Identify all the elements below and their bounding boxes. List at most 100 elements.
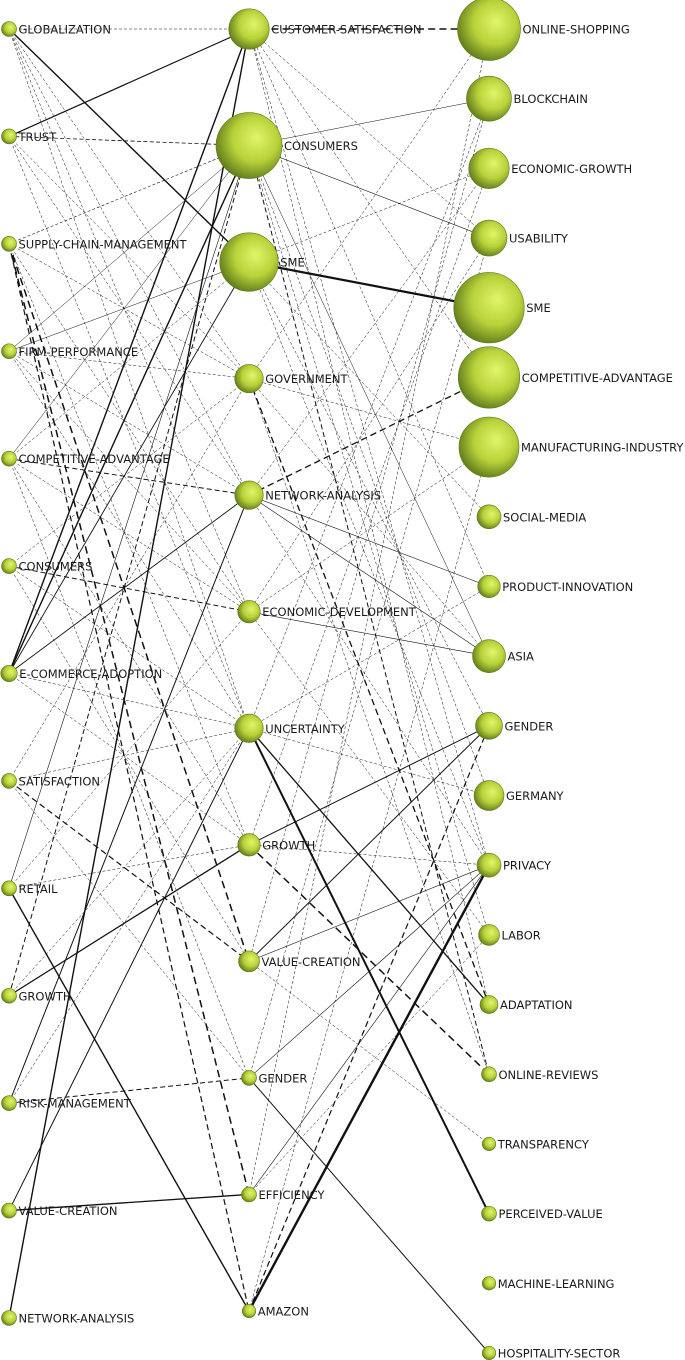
node-left-satisfaction[interactable] (1, 773, 17, 789)
label-right-gender: GENDER (505, 719, 554, 733)
edge-m2-r4 (248, 145, 490, 239)
node-right-germany[interactable] (473, 780, 505, 811)
node-right-manufacturing-industry[interactable] (458, 416, 520, 478)
node-middle-amazon[interactable] (241, 1303, 257, 1319)
edge-m8-r16 (248, 844, 490, 1075)
node-left-firm-performance[interactable] (1, 343, 17, 360)
edge-m4-r1 (248, 28, 490, 379)
edge-l2-m1 (8, 28, 250, 137)
label-right-competitive-advantage: COMPETITIVE-ADVANTAGE (522, 371, 673, 385)
node-right-online-reviews[interactable] (481, 1066, 497, 1083)
label-right-product-innovation: PRODUCT-INNOVATION (502, 580, 633, 594)
node-right-sme[interactable] (453, 272, 525, 344)
label-left-retail: RETAIL (19, 882, 59, 896)
node-middle-uncertainty[interactable] (234, 713, 264, 743)
node-left-supply-chain-management[interactable] (1, 236, 17, 252)
edge-l2-m5 (8, 136, 250, 496)
edge-l9-m8 (8, 844, 250, 889)
edge-l8-m10 (8, 780, 250, 1079)
edge-l6-m7 (8, 565, 250, 729)
edge-m5-r13 (248, 495, 490, 866)
edge-m5-r3 (248, 168, 490, 496)
edge-l5-m8 (8, 458, 250, 845)
edge-l4-m2 (8, 145, 250, 352)
node-left-competitive-advantage[interactable] (1, 450, 17, 467)
labels-layer: GLOBALIZATIONTRUSTSUPPLY-CHAIN-MANAGEMEN… (18, 23, 685, 1360)
node-right-adaptation[interactable] (479, 995, 499, 1014)
node-right-usability[interactable] (470, 219, 508, 257)
label-left-satisfaction: SATISFACTION (19, 774, 101, 788)
label-right-privacy: PRIVACY (503, 859, 552, 873)
edge-l9-m6 (8, 611, 250, 889)
label-right-adaptation: ADAPTATION (500, 998, 573, 1012)
node-right-competitive-advantage[interactable] (457, 346, 521, 409)
node-right-online-shopping[interactable] (457, 0, 521, 61)
edge-m9-r2 (248, 98, 490, 962)
edge-l2-m7 (8, 136, 250, 729)
node-left-growth[interactable] (1, 987, 17, 1004)
node-middle-customer-satisfaction[interactable] (228, 8, 270, 50)
edge-m5-r9 (248, 494, 490, 587)
label-middle-gender: GENDER (259, 1071, 308, 1085)
node-right-product-innovation[interactable] (477, 574, 501, 599)
node-middle-sme[interactable] (219, 232, 279, 292)
node-right-privacy[interactable] (476, 852, 502, 878)
node-left-network-analysis[interactable] (1, 1310, 17, 1326)
node-middle-network-analysis[interactable] (234, 480, 264, 510)
node-right-machine-learning[interactable] (481, 1276, 497, 1291)
node-middle-growth[interactable] (237, 833, 261, 857)
node-left-globalization[interactable] (1, 21, 17, 37)
node-right-labor[interactable] (478, 924, 500, 946)
node-left-consumers[interactable] (1, 558, 17, 574)
edge-m6-r14 (248, 611, 490, 936)
edge-m2-r12 (248, 145, 490, 796)
edge-l7-m2 (8, 145, 250, 674)
edge-l9-m12 (8, 887, 250, 1312)
edge-m5-r10 (248, 494, 490, 657)
node-left-retail[interactable] (1, 880, 17, 897)
edge-l5-m3 (8, 261, 250, 459)
label-left-risk-management: RISK-MANAGEMENT (19, 1097, 132, 1111)
edge-m3-r13 (248, 261, 490, 866)
label-left-network-analysis: NETWORK-ANALYSIS (19, 1312, 135, 1326)
node-right-asia[interactable] (472, 639, 506, 673)
edge-m6-r7 (248, 446, 490, 612)
node-middle-economic-development[interactable] (237, 600, 261, 624)
node-right-gender[interactable] (475, 712, 503, 740)
label-middle-government: GOVERNMENT (265, 372, 348, 386)
edge-l4-m7 (8, 351, 250, 729)
label-left-growth: GROWTH (19, 989, 72, 1003)
node-left-value-creation[interactable] (1, 1202, 17, 1219)
node-left-e-commerce-adoption[interactable] (0, 664, 18, 683)
node-left-trust[interactable] (1, 128, 17, 145)
node-right-hospitality-sector[interactable] (481, 1345, 497, 1360)
edge-l11-m5 (8, 494, 250, 1104)
node-right-transparency[interactable] (481, 1136, 497, 1151)
label-middle-uncertainty: UNCERTAINTY (265, 722, 345, 736)
edge-m12-r13 (247, 864, 491, 1312)
label-middle-customer-satisfaction: CUSTOMER-SATISFACTION (271, 23, 421, 37)
node-middle-government[interactable] (234, 364, 264, 394)
node-left-risk-management[interactable] (1, 1095, 17, 1111)
edge-l7-m8 (8, 673, 250, 846)
edge-m7-r2 (248, 98, 490, 729)
node-right-blockchain[interactable] (466, 75, 512, 122)
label-right-online-shopping: ONLINE-SHOPPING (523, 23, 630, 37)
node-right-social-media[interactable] (476, 504, 502, 530)
label-middle-economic-development: ECONOMIC-DEVELOPMENT (262, 605, 417, 619)
edge-m1-r4 (248, 28, 490, 239)
edge-l3-m6 (8, 243, 250, 612)
edge-m9-r13 (248, 864, 490, 962)
node-right-perceived-value[interactable] (481, 1205, 497, 1222)
edge-m10-r4 (248, 237, 490, 1078)
edge-m1-r15 (248, 28, 490, 1005)
node-middle-value-creation[interactable] (238, 950, 260, 973)
label-right-hospitality-sector: HOSPITALITY-SECTOR (498, 1347, 621, 1360)
edge-l5-m6 (8, 458, 250, 612)
node-middle-consumers[interactable] (215, 112, 283, 179)
node-middle-gender[interactable] (241, 1070, 257, 1086)
node-right-economic-growth[interactable] (468, 147, 510, 189)
edge-m5-r6 (248, 376, 490, 496)
node-middle-efficiency[interactable] (241, 1186, 257, 1203)
